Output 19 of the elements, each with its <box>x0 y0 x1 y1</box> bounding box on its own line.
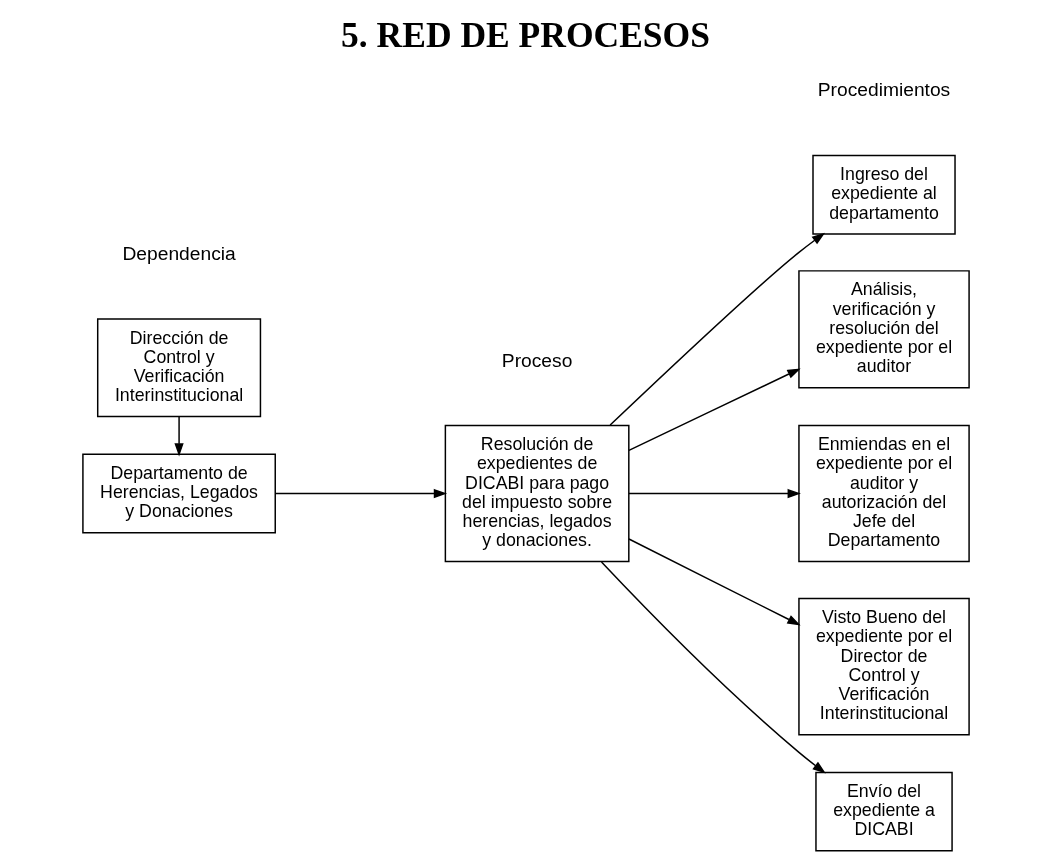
arrow <box>628 488 801 499</box>
arrow <box>274 488 448 499</box>
node-box: Análisis, verificación y resolución del expediente por el auditor <box>798 270 970 389</box>
arrow <box>600 561 826 774</box>
node-box: Dirección de Control y Verificación Interinstitucional <box>96 318 262 418</box>
label: Procedimientos <box>817 79 951 101</box>
diagram-title: 5. RED DE PROCESOS <box>341 15 710 56</box>
node-box: Envío del expediente a DICABI <box>815 771 953 852</box>
node-box: Departamento de Herencias, Legados y Donaciones <box>82 453 276 534</box>
arrow <box>609 232 826 426</box>
arrow <box>174 416 184 457</box>
node-box: Ingreso del expediente al departamento <box>812 154 956 235</box>
arrow <box>628 368 801 452</box>
node-box: Enmiendas en el expediente por el auditor y autorización del Jefe del Departamento <box>798 424 970 563</box>
arrow <box>628 538 801 626</box>
label: Proceso <box>501 349 573 371</box>
label: Dependencia <box>122 243 236 265</box>
node-box: Visto Bueno del expediente por el Director de Control y Verificación Interinstitucional <box>798 597 970 736</box>
node-box: Resolución de expedientes de DICABI para pago del impuesto sobre herencias, legados y donaciones. <box>444 424 630 563</box>
